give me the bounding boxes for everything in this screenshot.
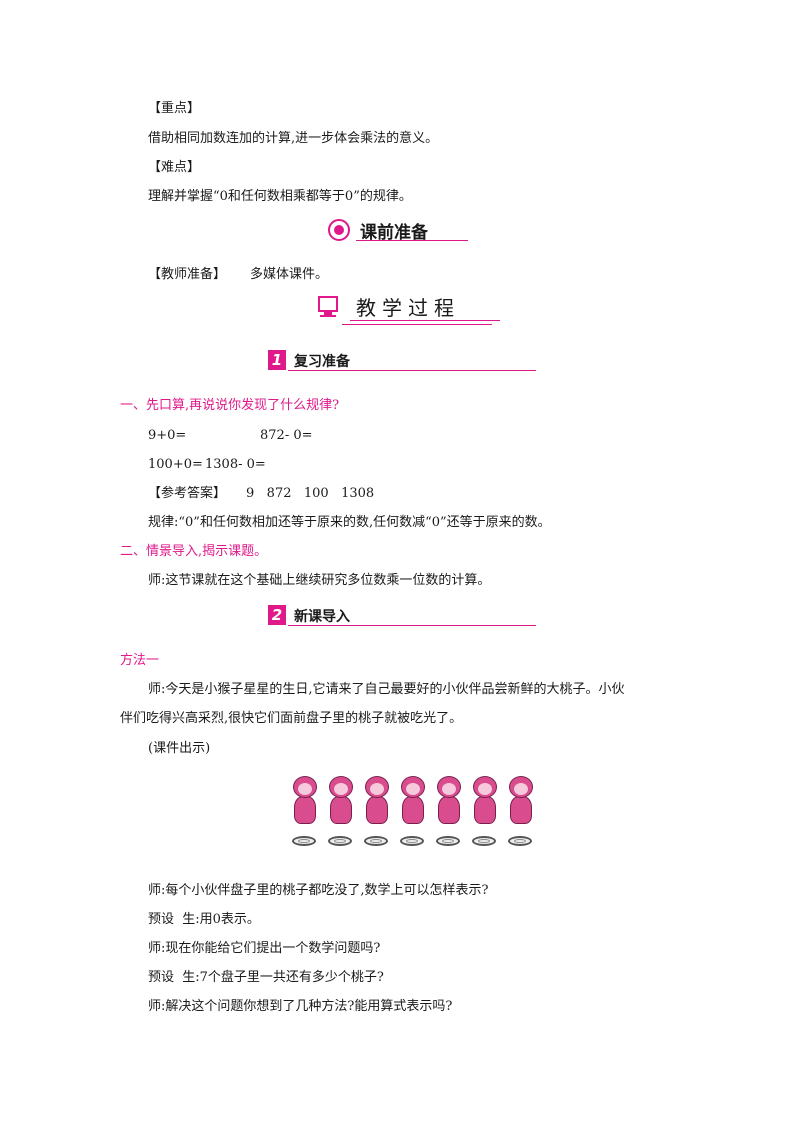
prep-section-underline <box>356 240 468 241</box>
empty-plate <box>400 836 424 846</box>
answer-values: 9 872 100 1308 <box>246 486 375 501</box>
dialogue-4: 预设 生:7个盘子里一共还有多少个桃子? <box>148 970 384 985</box>
monkey-figure <box>290 776 320 836</box>
review-question-2: 二、情景导入,揭示课题。 <box>120 544 268 559</box>
story-paragraph-line-1: 师:今天是小猴子星星的生日,它请来了自己最要好的小伙伴品尝新鲜的大桃子。小伙 <box>148 682 625 697</box>
empty-plate <box>472 836 496 846</box>
rule-text: 规律:“0”和任何数相加还等于原来的数,任何数减“0”还等于原来的数。 <box>148 515 551 530</box>
monkey-figure <box>398 776 428 836</box>
review-number: 1 <box>268 350 286 370</box>
dialogue-3: 师:现在你能给它们提出一个数学问题吗? <box>148 941 381 956</box>
dialogue-1: 师:每个小伙伴盘子里的桃子都吃没了,数学上可以怎样表示? <box>148 883 489 898</box>
monkey-figure <box>470 776 500 836</box>
monkey-figure <box>434 776 464 836</box>
expr-1: 9+0= <box>148 428 187 443</box>
expr-4: 1308- 0= <box>205 457 266 472</box>
download-icon <box>328 219 350 241</box>
process-section-heading: 教学过程 <box>316 292 500 326</box>
teacher-prep-label: 【教师准备】 <box>148 267 227 282</box>
empty-plate <box>436 836 460 846</box>
expr-2: 872- 0= <box>260 428 313 443</box>
expr-3: 100+0= <box>148 457 203 472</box>
prep-section-title: 课前准备 <box>360 223 428 243</box>
new-lesson-heading: 2 新课导入 <box>268 603 536 627</box>
method-label: 方法一 <box>120 653 160 668</box>
process-section-title: 教学过程 <box>356 296 460 320</box>
empty-plate <box>508 836 532 846</box>
monkey-figure <box>506 776 536 836</box>
difficult-point-text: 理解并掌握“0和任何数相乘都等于0”的规律。 <box>148 189 412 204</box>
review-title: 复习准备 <box>294 354 350 370</box>
new-lesson-title: 新课导入 <box>294 609 350 625</box>
teacher-line: 师:这节课就在这个基础上继续研究多位数乘一位数的计算。 <box>148 573 491 588</box>
monkey-figure <box>362 776 392 836</box>
review-heading: 1 复习准备 <box>268 348 536 372</box>
empty-plate <box>364 836 388 846</box>
new-lesson-number: 2 <box>268 605 286 625</box>
difficult-point-label: 【难点】 <box>148 160 201 175</box>
review-question-1: 一、先口算,再说说你发现了什么规律? <box>120 398 340 413</box>
monkeys-with-plates-illustration <box>288 768 538 858</box>
courseware-note: (课件出示) <box>148 741 211 756</box>
monitor-icon <box>318 296 338 312</box>
answer-label: 【参考答案】 <box>148 486 227 501</box>
key-point-label: 【重点】 <box>148 101 201 116</box>
dialogue-5: 师:解决这个问题你想到了几种方法?能用算式表示吗? <box>148 999 453 1014</box>
teacher-prep-text: 多媒体课件。 <box>250 267 329 282</box>
empty-plate <box>292 836 316 846</box>
empty-plate <box>328 836 352 846</box>
key-point-text: 借助相同加数连加的计算,进一步体会乘法的意义。 <box>148 131 439 146</box>
dialogue-2: 预设 生:用0表示。 <box>148 912 260 927</box>
story-paragraph-line-2: 伴们吃得兴高采烈,很快它们面前盘子里的桃子就被吃光了。 <box>120 711 463 726</box>
monkey-figure <box>326 776 356 836</box>
prep-section-heading: 课前准备 <box>328 216 468 244</box>
